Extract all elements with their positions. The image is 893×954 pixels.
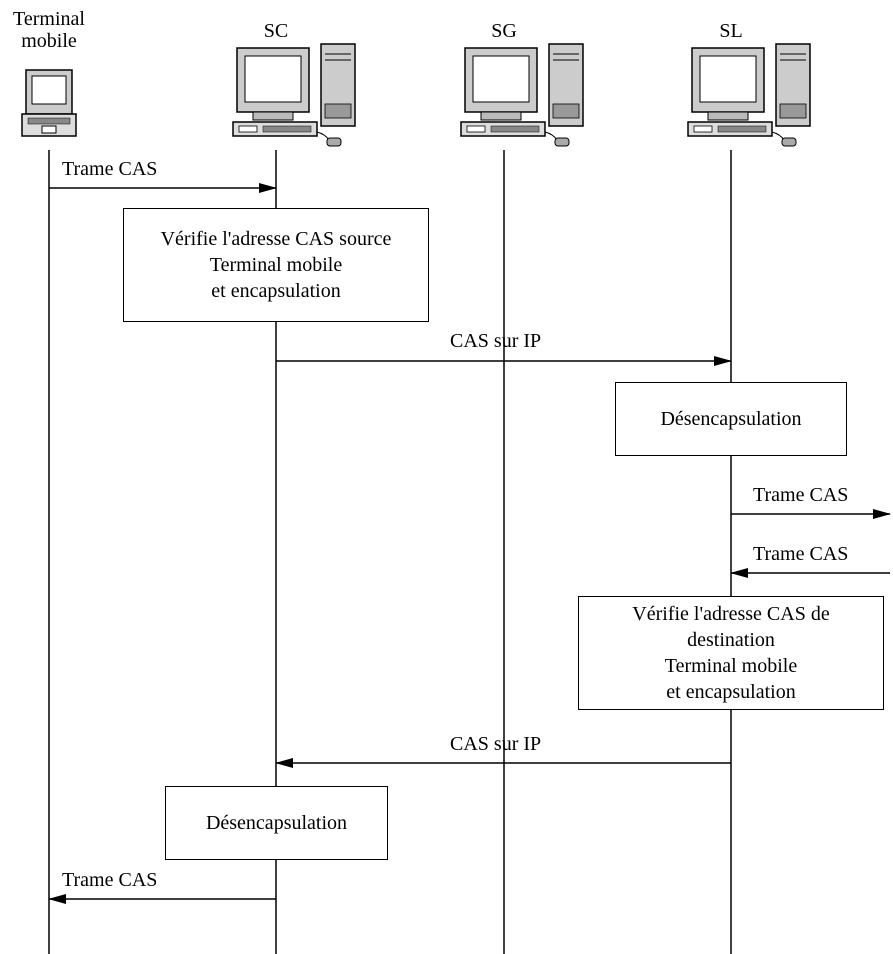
message-label: CAS sur IP bbox=[450, 733, 542, 755]
process-box-line: Désencapsulation bbox=[205, 812, 348, 834]
message-label: Trame CAS bbox=[753, 484, 849, 506]
participant-label-line: mobile bbox=[21, 30, 77, 52]
process-box-line: Vérifie l'adresse CAS de bbox=[632, 603, 830, 625]
participant-label-sc: SC bbox=[263, 20, 289, 42]
process-box-line: Désencapsulation bbox=[660, 408, 802, 430]
participant-label-sl: SL bbox=[719, 20, 743, 42]
process-box-decapsulation-sc: Désencapsulation bbox=[165, 786, 388, 860]
message-label: Trame CAS bbox=[62, 158, 158, 180]
laptop-icon bbox=[21, 69, 77, 137]
process-box-verify-source: Vérifie l'adresse CAS source Terminal mo… bbox=[123, 208, 429, 322]
desktop-computer-icon bbox=[687, 43, 811, 147]
message-label: CAS sur IP bbox=[450, 330, 542, 352]
process-box-line: Vérifie l'adresse CAS source bbox=[160, 228, 392, 250]
participant-label-terminal: Terminal mobile bbox=[13, 8, 85, 52]
desktop-computer-icon bbox=[232, 43, 356, 147]
process-box-decapsulation-sl: Désencapsulation bbox=[615, 382, 847, 456]
desktop-computer-icon bbox=[460, 43, 584, 147]
process-box-line: et encapsulation bbox=[211, 280, 341, 302]
process-box-line: Terminal mobile bbox=[209, 254, 343, 276]
message-label: Trame CAS bbox=[753, 543, 849, 565]
participant-label-line: Terminal bbox=[13, 8, 85, 30]
process-box-line: et encapsulation bbox=[666, 681, 796, 703]
participant-label-sg: SG bbox=[491, 20, 517, 42]
process-box-line: destination bbox=[687, 629, 775, 651]
process-box-verify-destination: Vérifie l'adresse CAS de destination Ter… bbox=[578, 596, 884, 710]
message-label: Trame CAS bbox=[62, 869, 158, 891]
process-box-line: Terminal mobile bbox=[664, 655, 798, 677]
